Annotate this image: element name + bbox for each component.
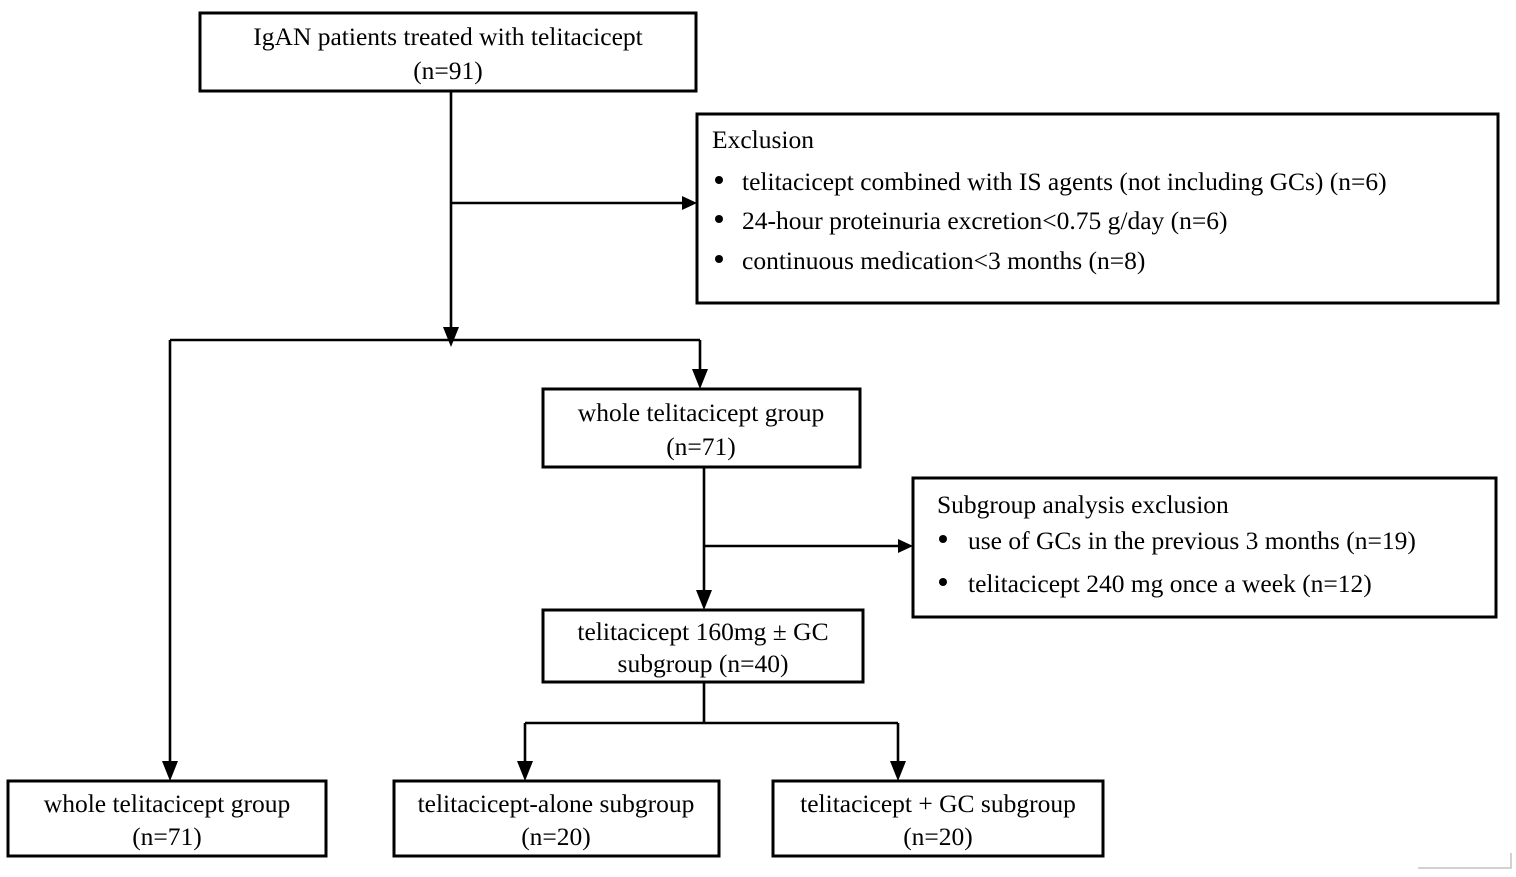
exclusion-bullet-2: 24-hour proteinuria excretion<0.75 g/day… [742,206,1228,235]
outcome-gc-line-1: telitacicept + GC subgroup [800,789,1076,818]
bullet-icon [939,535,947,543]
connector-dose-subgroup-split [517,682,906,781]
subgroup-analysis-exclusion-box[interactable]: Subgroup analysis exclusion use of GCs i… [911,476,1498,619]
arrowhead-icon [443,327,459,347]
bullet-icon [715,255,723,263]
exclusion-box[interactable]: Exclusion telitacicept combined with IS … [695,112,1500,305]
exclusion-heading: Exclusion [712,125,814,154]
connector-whole-group-to-dose-subgroup [696,590,712,610]
bullet-icon [715,176,723,184]
whole-telitacicept-group-box[interactable]: whole telitacicept group (n=71) [541,387,862,469]
outcome-telitacicept-plus-gc-subgroup-box[interactable]: telitacicept + GC subgroup (n=20) [771,779,1105,858]
connector-enrolled-to-exclusion [449,91,697,340]
subgroup-exclusion-heading: Subgroup analysis exclusion [937,490,1229,519]
arrowhead-icon [898,539,913,553]
connector-enrolled-to-distribution-bus [170,327,700,347]
arrowhead-icon [682,196,697,210]
connector-bus-to-whole-group [692,340,708,389]
dose-subgroup-line-1: telitacicept 160mg ± GC [577,617,828,646]
telitacicept-160mg-gc-subgroup-box[interactable]: telitacicept 160mg ± GC subgroup (n=40) [541,608,865,684]
connector-bus-to-outcome-whole [162,340,178,781]
enrolled-patients-line-2: (n=91) [413,56,483,85]
whole-group-line-1: whole telitacicept group [578,398,824,427]
whole-group-line-2: (n=71) [666,432,736,461]
arrowhead-icon [692,369,708,389]
enrolled-patients-box[interactable]: IgAN patients treated with telitacicept … [198,11,698,93]
scan-edge-artifact [1418,853,1512,869]
outcome-alone-line-2: (n=20) [521,822,591,851]
outcome-alone-line-1: telitacicept-alone subgroup [418,789,695,818]
enrolled-patients-line-1: IgAN patients treated with telitacicept [253,22,642,51]
outcome-whole-line-2: (n=71) [132,822,202,851]
exclusion-bullet-1: telitacicept combined with IS agents (no… [742,167,1387,196]
bullet-icon [715,215,723,223]
arrowhead-icon [517,761,533,781]
subgroup-exclusion-bullet-2: telitacicept 240 mg once a week (n=12) [968,569,1372,598]
dose-subgroup-line-2: subgroup (n=40) [618,649,789,678]
outcome-gc-line-2: (n=20) [903,822,973,851]
bullet-icon [939,578,947,586]
arrowhead-icon [890,761,906,781]
outcome-telitacicept-alone-subgroup-box[interactable]: telitacicept-alone subgroup (n=20) [392,779,721,858]
arrowhead-icon [696,590,712,610]
connector-whole-group-to-subgroup-exclusion [702,467,913,602]
arrowhead-icon [162,761,178,781]
exclusion-bullet-3: continuous medication<3 months (n=8) [742,246,1145,275]
subgroup-exclusion-bullet-1: use of GCs in the previous 3 months (n=1… [968,526,1416,555]
outcome-whole-telitacicept-group-box[interactable]: whole telitacicept group (n=71) [6,779,328,858]
outcome-whole-line-1: whole telitacicept group [44,789,290,818]
